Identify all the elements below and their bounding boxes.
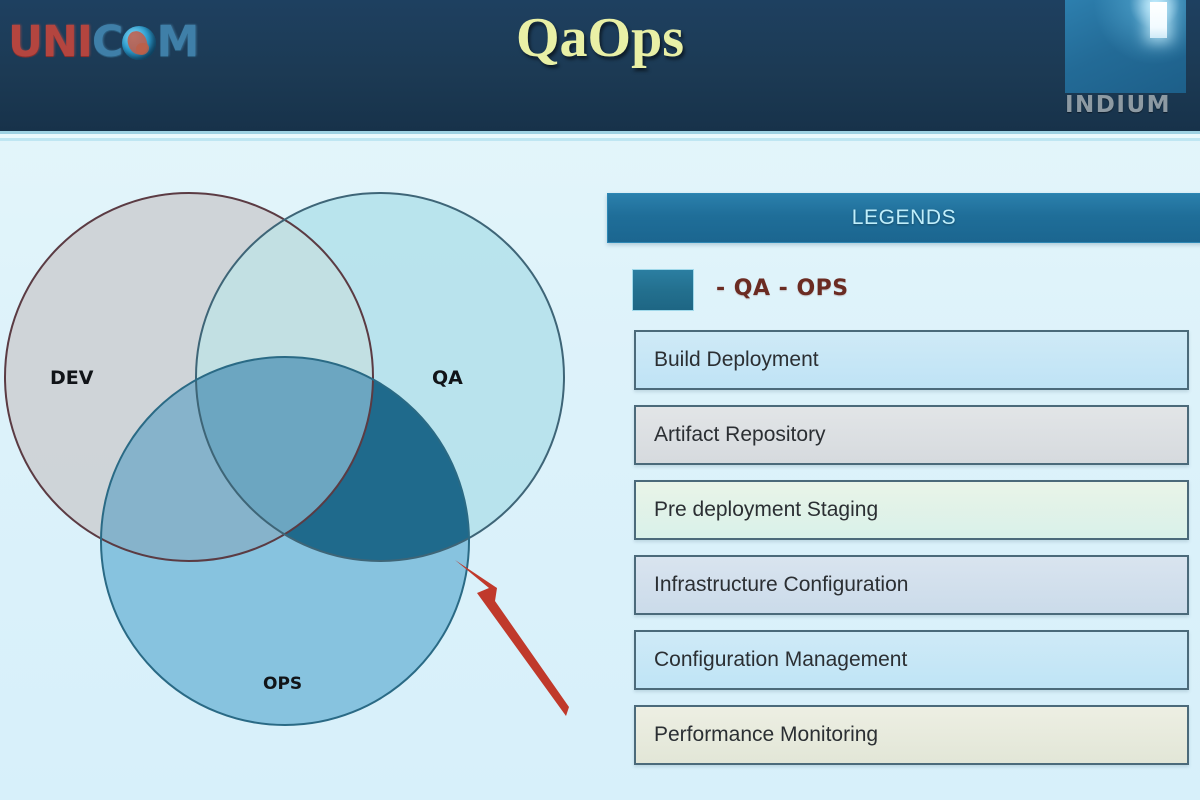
venn-circle-ops-outline (100, 356, 470, 726)
legend-item-label: Configuration Management (654, 648, 908, 671)
page-title: QaOps (515, 7, 685, 69)
legend-item-artifact-repository[interactable]: Artifact Repository (634, 405, 1189, 465)
legends-header-label: LEGENDS (851, 206, 957, 229)
legend-item-build-deployment[interactable]: Build Deployment (634, 330, 1189, 390)
legend-item-performance-monitoring[interactable]: Performance Monitoring (634, 705, 1189, 765)
header-bar (0, 0, 1200, 131)
legend-item-pre-deployment-staging[interactable]: Pre deployment Staging (634, 480, 1189, 540)
legend-item-label: Performance Monitoring (654, 723, 879, 746)
legend-item-infrastructure-configuration[interactable]: Infrastructure Configuration (634, 555, 1189, 615)
header-divider-top (0, 131, 1200, 134)
venn-label-dev: DEV (50, 367, 94, 389)
venn-label-qa: QA (432, 367, 463, 389)
indium-logo-light-bar (1150, 2, 1167, 38)
indium-logo-square (1065, 0, 1186, 93)
legend-item-label: Artifact Repository (654, 423, 826, 446)
legend-item-configuration-management[interactable]: Configuration Management (634, 630, 1189, 690)
unicom-logo-m-text: M (156, 17, 199, 67)
legends-header-bar: LEGENDS (607, 193, 1200, 243)
unicom-logo-uni-text: UNI (8, 17, 93, 67)
indium-logo: INDIUM (1061, 0, 1200, 131)
legend-item-list: Build Deployment Artifact Repository Pre… (634, 330, 1189, 780)
legend-swatch-label: - QA - OPS (716, 276, 849, 301)
dev-qa-ops-venn-diagram: DEV QA OPS DEV QA OPS (0, 141, 600, 800)
pointer-arrow (455, 560, 569, 716)
venn-circle-dev-outline (4, 192, 374, 562)
indium-logo-text: INDIUM (1065, 92, 1172, 118)
legend-item-label: Pre deployment Staging (654, 498, 879, 521)
legend-item-label: Build Deployment (654, 348, 819, 371)
header-divider-middle (0, 134, 1200, 138)
globe-icon (122, 26, 157, 60)
venn-label-ops: OPS (263, 674, 302, 694)
legend-color-swatch (632, 269, 694, 311)
legend-item-label: Infrastructure Configuration (654, 573, 909, 596)
unicom-logo-c-text: C (91, 17, 124, 67)
header-divider-bottom (0, 138, 1200, 141)
venn-circle-qa-outline (195, 192, 565, 562)
